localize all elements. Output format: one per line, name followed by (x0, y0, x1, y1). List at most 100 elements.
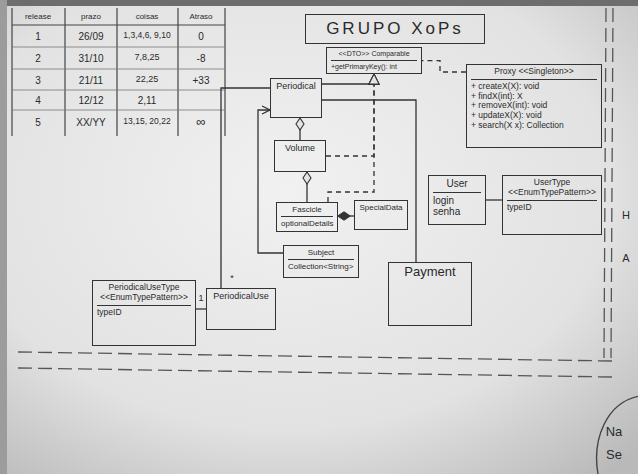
class-name: SpecialData (359, 203, 403, 212)
table-cell-box: 3 (35, 75, 41, 86)
interface-box: <<DTO>> Comparable +getPrimaryKey(): int (326, 47, 422, 74)
proxy-class-box: Proxy <<Singleton>>+ createX(X): void+ f… (466, 64, 602, 148)
table-cell: 21/11 (79, 75, 103, 86)
class-box: PeriodicalUse (206, 288, 276, 330)
multiplicity: 1 (198, 293, 203, 303)
class-member: optionalDetails (281, 216, 333, 228)
table-header-box: coisas (136, 13, 159, 22)
class-box: FascicleoptionalDetails (276, 202, 338, 232)
table-header: coisas (136, 12, 159, 21)
table-cell: 4 (35, 95, 41, 106)
board-frame (0, 0, 7, 474)
table-cell: 12/12 (78, 95, 103, 106)
dependency-line (328, 74, 374, 202)
class-name: UserType <<EnumTypePattern>> (507, 178, 597, 198)
table-cell: 13,15, 20,22 (123, 116, 170, 126)
class-member: + findX(int): X (471, 92, 597, 102)
table-cell: 2 (35, 53, 41, 64)
table-header: release (25, 12, 51, 21)
title-box: GRUPO XoPs (305, 14, 485, 44)
enum-class-box: UserType <<EnumTypePattern>>typeID (502, 175, 602, 235)
class-member: + updateX(X): void (471, 111, 597, 121)
association-line (196, 308, 206, 309)
table-header-box: Atraso (189, 13, 212, 22)
cut-off-note: Se (606, 447, 622, 462)
class-name: Payment (393, 265, 467, 280)
table-cell-box: -8 (197, 53, 206, 64)
enum-class-box: PeriodicalUseType <<EnumTypePattern>> typ… (92, 280, 196, 346)
class-box: SpecialData (354, 200, 408, 230)
class-box: SubjectCollection<String> (283, 245, 359, 278)
dashed-divider (18, 8, 613, 377)
association-line (221, 88, 270, 288)
table-cell-box: 2 (35, 53, 41, 64)
dependency-line (422, 61, 466, 72)
class-member: login senha (433, 192, 481, 218)
class-name: PeriodicalUse (211, 291, 271, 301)
association-line (338, 215, 354, 216)
table-cell-box: +33 (193, 75, 210, 86)
table-cell: 26/09 (78, 31, 103, 42)
association-line (306, 172, 307, 202)
class-box: Payment (388, 262, 472, 326)
table-cell: 0 (198, 31, 204, 42)
class-member: + search(X x): Collection (471, 121, 597, 131)
table-cell: 22,25 (136, 74, 159, 84)
class-name: PeriodicalUseType <<EnumTypePattern>> (97, 283, 191, 303)
table-cell: 5 (35, 117, 41, 128)
class-name: Subject (288, 248, 354, 257)
table-cell-box: 13,15, 20,22 (119, 117, 175, 126)
class-name: Proxy <<Singleton>> (471, 67, 597, 77)
partial-circle (597, 396, 638, 474)
table-cell-box: 12/12 (78, 95, 103, 106)
class-member: typeID (97, 305, 191, 318)
cut-off-note-box: Na (606, 425, 623, 439)
board-title: GRUPO XoPs (326, 19, 464, 38)
cut-off-note-box: H (622, 209, 630, 221)
class-name: <<DTO>> Comparable (331, 50, 417, 58)
association-line (299, 118, 300, 140)
cut-off-note: Na (606, 424, 623, 439)
table-cell-box: 4 (35, 95, 41, 106)
table-header-box: prazo (81, 13, 101, 22)
table-grid (12, 8, 225, 136)
class-box: User login senha (428, 175, 486, 225)
table-cell: +33 (193, 75, 210, 86)
table-header-box: release (25, 13, 51, 22)
multiplicity: * (230, 273, 234, 283)
class-box: Periodical (270, 78, 322, 118)
table-cell-box: 26/09 (78, 31, 103, 42)
table-cell: 2,11 (138, 95, 157, 106)
dependency-line (326, 74, 374, 156)
table-cell: 3 (35, 75, 41, 86)
table-cell-box: 7,8,25 (134, 53, 159, 63)
table-cell-box: XX/YY (76, 117, 105, 128)
multiplicity-box: * (230, 274, 234, 284)
cut-off-note: A (622, 252, 629, 264)
table-cell: XX/YY (76, 117, 105, 128)
multiplicity-box: 1 (198, 294, 203, 304)
table-cell-box: 21/11 (79, 75, 103, 86)
class-member: +getPrimaryKey(): int (331, 60, 417, 71)
association-line (322, 74, 374, 84)
table-cell: ∞ (196, 114, 205, 129)
class-name: Periodical (275, 81, 317, 91)
cut-off-note-box: Se (606, 448, 622, 462)
class-box: Volume (274, 140, 326, 172)
table-cell-box: ∞ (196, 115, 205, 129)
class-name: User (433, 178, 481, 190)
table-cell-box: 2,11 (138, 95, 157, 106)
cut-off-note: H (622, 209, 630, 221)
table-cell-box: 22,25 (136, 75, 159, 85)
association-line (322, 100, 416, 262)
class-member: Collection<String> (288, 259, 354, 271)
association-line (486, 199, 502, 200)
table-cell: -8 (197, 53, 206, 64)
table-cell-box: 0 (198, 31, 204, 42)
table-cell-box: 31/10 (78, 53, 103, 64)
table-header: Atraso (189, 12, 212, 21)
table-cell: 7,8,25 (134, 52, 159, 62)
class-member: + removeX(int): void (471, 101, 597, 111)
table-cell-box: 1,3,4,6, 9,10 (119, 31, 175, 40)
